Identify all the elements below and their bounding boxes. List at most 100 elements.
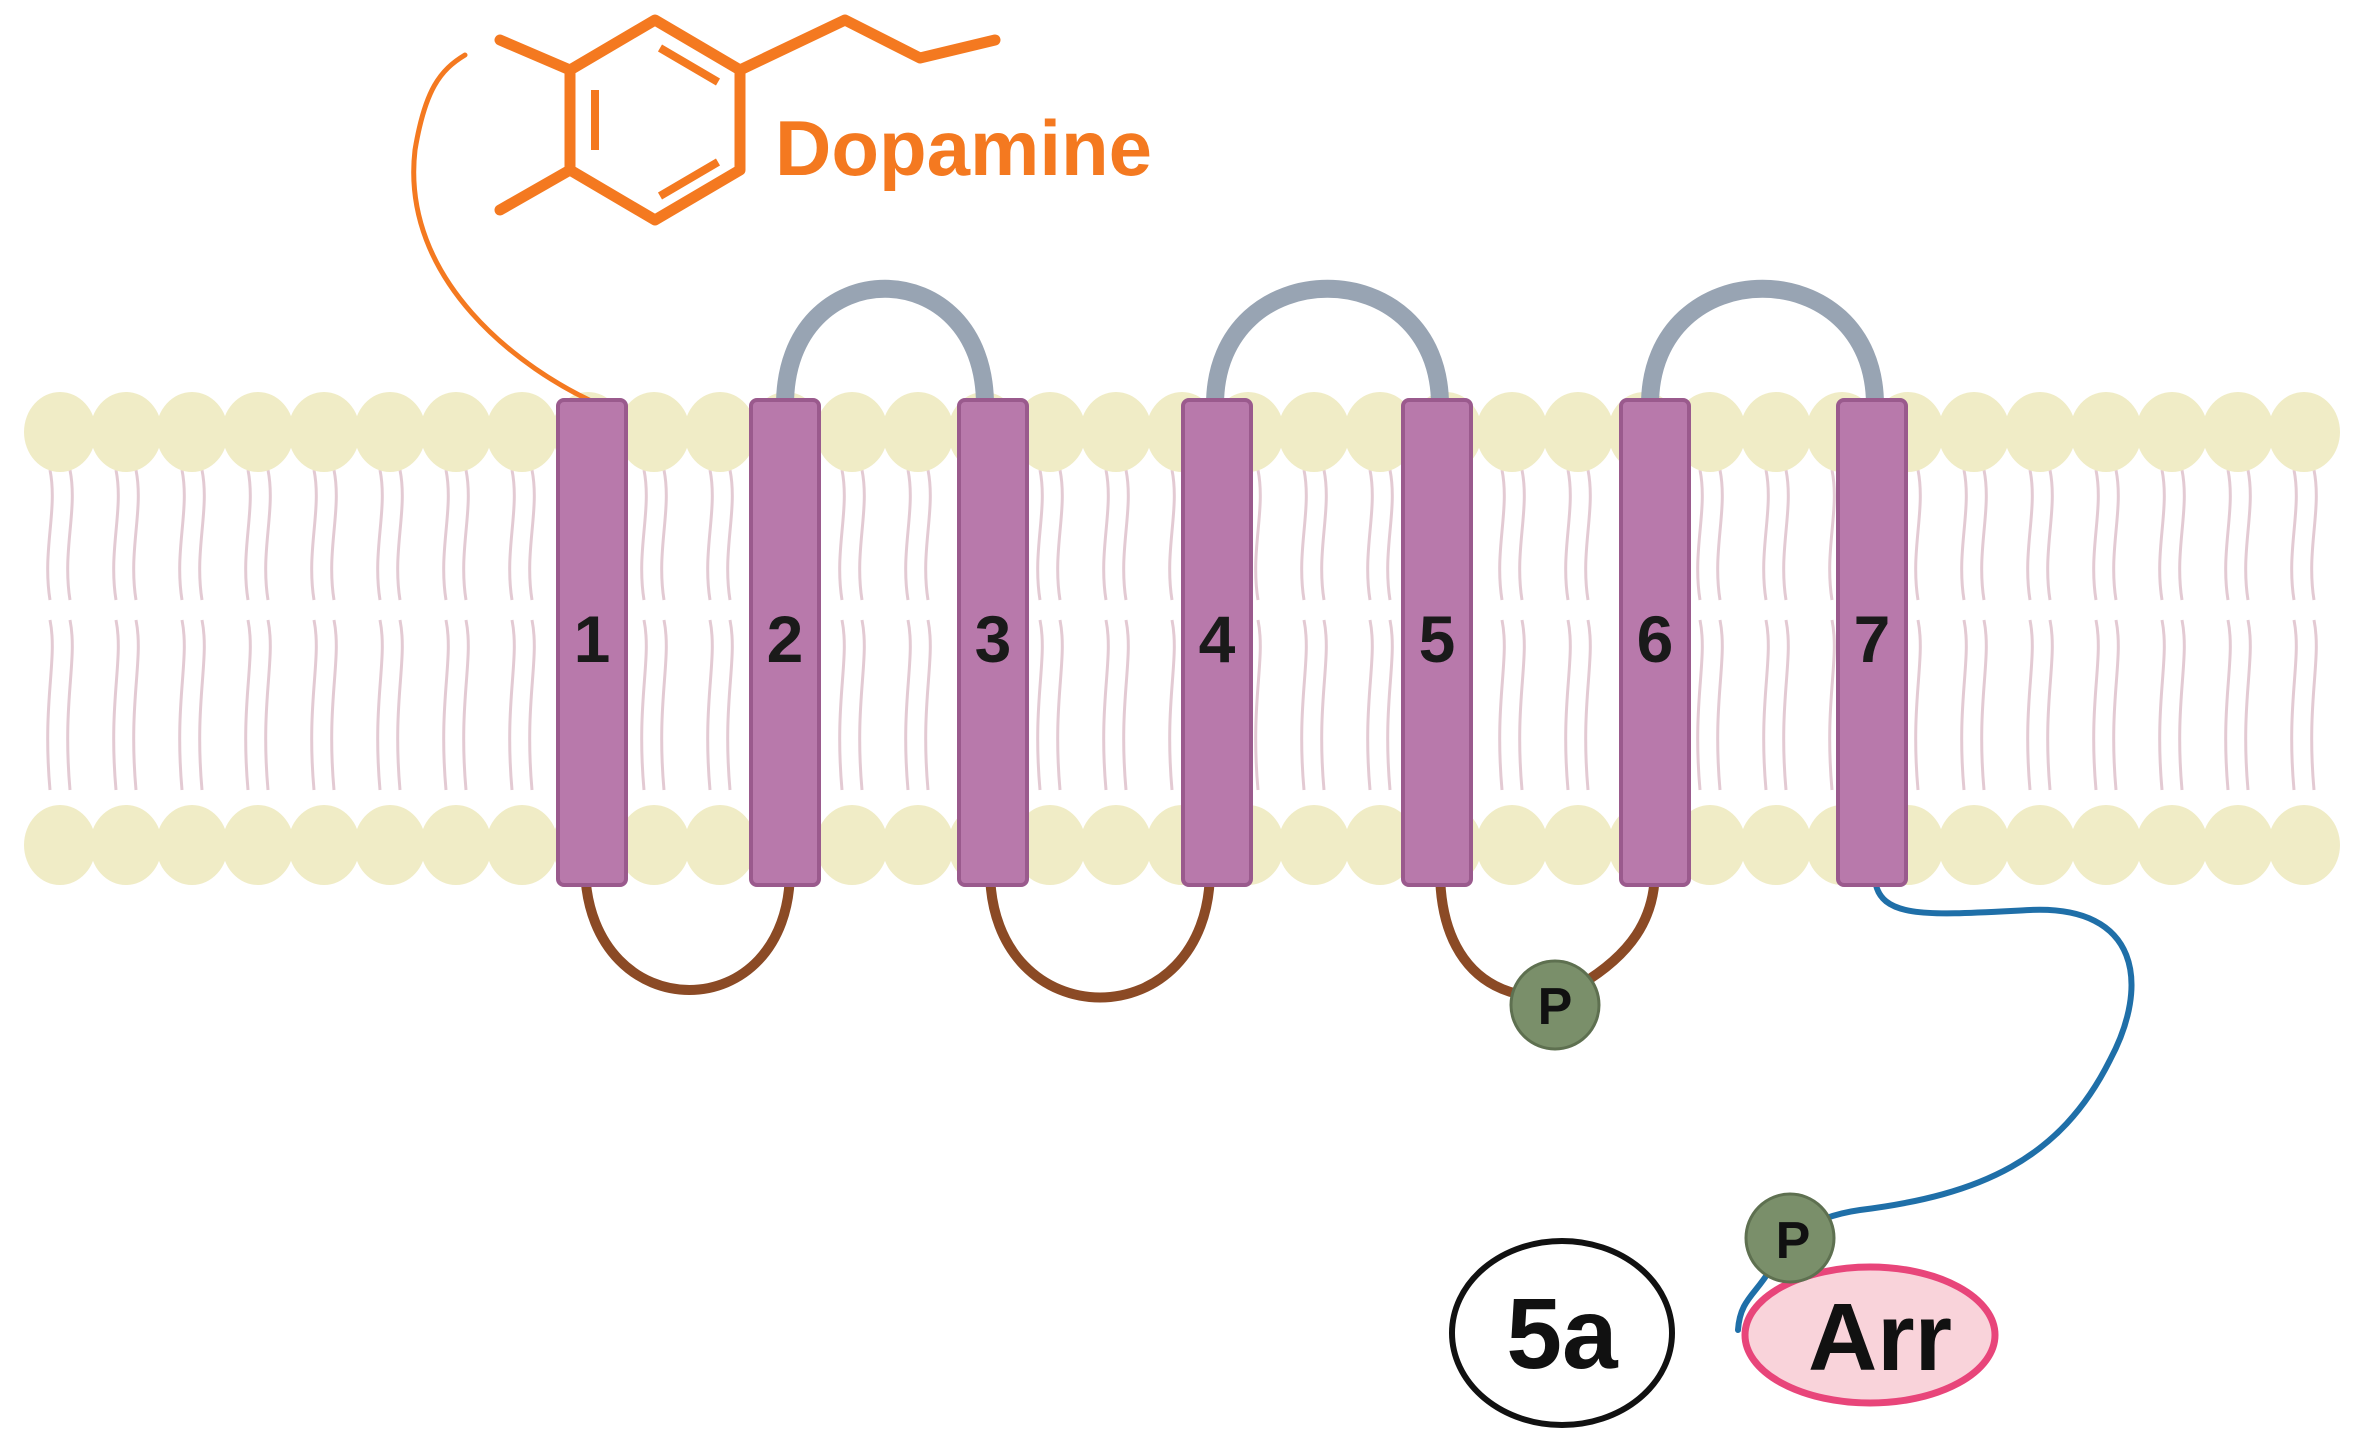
lipid-tail bbox=[1584, 619, 1592, 791]
helix-body bbox=[1836, 398, 1908, 887]
lipid-tail bbox=[1960, 469, 1968, 601]
lipid-head bbox=[618, 805, 690, 885]
lipid-tail bbox=[706, 469, 714, 601]
lipid-tail bbox=[1386, 469, 1394, 601]
lipid-tail bbox=[1254, 469, 1262, 601]
lipid-tail bbox=[640, 619, 648, 791]
lipid-tail bbox=[462, 619, 470, 791]
lipid-tail bbox=[376, 469, 384, 601]
lipid-tail bbox=[2310, 619, 2318, 791]
lipid-tail bbox=[1498, 469, 1506, 601]
lipid-tail bbox=[1056, 619, 1064, 791]
lipid-tail bbox=[1518, 469, 1526, 601]
lipid-head bbox=[816, 392, 888, 472]
lipid-tail bbox=[838, 469, 846, 601]
lipid-tail bbox=[132, 469, 140, 601]
lipid-head bbox=[618, 392, 690, 472]
lipid-head bbox=[816, 805, 888, 885]
lipid-tail bbox=[2158, 619, 2166, 791]
lipid-tail bbox=[508, 469, 516, 601]
lipid-tail bbox=[1696, 619, 1704, 791]
lipid-head bbox=[882, 392, 954, 472]
lipid-tail bbox=[2112, 469, 2120, 601]
helix-2: 2 bbox=[749, 398, 821, 887]
lipid-head bbox=[222, 805, 294, 885]
lipid-tail bbox=[178, 619, 186, 791]
lipid-tail bbox=[1122, 619, 1130, 791]
lipid-tail bbox=[1782, 619, 1790, 791]
lipid-head bbox=[2070, 392, 2142, 472]
phosphate-label: P bbox=[1776, 1212, 1811, 1270]
helix-7: 7 bbox=[1836, 398, 1908, 887]
lipid-tail bbox=[706, 619, 714, 791]
lipid-tail bbox=[330, 619, 338, 791]
lipid-head bbox=[2202, 392, 2274, 472]
helix-body bbox=[1401, 398, 1473, 887]
lipid-tail bbox=[396, 619, 404, 791]
lipid-head bbox=[1674, 805, 1746, 885]
panel-label: 5a bbox=[1449, 1238, 1675, 1428]
lipid-head bbox=[2268, 392, 2340, 472]
lipid-tail bbox=[1980, 619, 1988, 791]
lipid-head bbox=[420, 805, 492, 885]
lipid-tail bbox=[528, 619, 536, 791]
phosphate-c-tail: P bbox=[1744, 1192, 1836, 1284]
lipid-tail bbox=[2112, 619, 2120, 791]
lipid-tail bbox=[1980, 469, 1988, 601]
helix-4: 4 bbox=[1181, 398, 1253, 887]
lipid-tail bbox=[904, 469, 912, 601]
lipid-head bbox=[354, 805, 426, 885]
lipid-tail bbox=[112, 619, 120, 791]
lipid-tail bbox=[904, 619, 912, 791]
lipid-tail bbox=[726, 619, 734, 791]
lipid-tail bbox=[660, 469, 668, 601]
lipid-tail bbox=[1320, 469, 1328, 601]
lipid-tail bbox=[726, 469, 734, 601]
lipid-head bbox=[354, 392, 426, 472]
lipid-tail bbox=[1300, 469, 1308, 601]
lipid-tail bbox=[396, 469, 404, 601]
extracellular-loop-2-3 bbox=[776, 279, 994, 414]
lipid-head bbox=[1476, 805, 1548, 885]
lipid-head bbox=[1542, 392, 1614, 472]
lipid-tail bbox=[198, 469, 206, 601]
lipid-head bbox=[1080, 392, 1152, 472]
lipid-tail bbox=[310, 469, 318, 601]
lipid-tail bbox=[178, 469, 186, 601]
lipid-tail bbox=[1914, 619, 1922, 791]
helix-label: 1 bbox=[574, 602, 611, 676]
lipid-tail bbox=[1300, 619, 1308, 791]
lipid-tail bbox=[376, 619, 384, 791]
lipid-tail bbox=[1716, 469, 1724, 601]
lipid-tail bbox=[442, 619, 450, 791]
lipid-tail bbox=[2026, 469, 2034, 601]
lipid-head bbox=[90, 805, 162, 885]
helix-label: 7 bbox=[1854, 602, 1891, 676]
lipid-tail bbox=[2158, 469, 2166, 601]
lipid-head bbox=[2004, 805, 2076, 885]
lipid-head bbox=[1476, 392, 1548, 472]
lipid-tail bbox=[2092, 619, 2100, 791]
lipid-tail bbox=[508, 619, 516, 791]
lipid-head bbox=[156, 392, 228, 472]
lipid-tail bbox=[1254, 619, 1262, 791]
lipid-tail bbox=[2092, 469, 2100, 601]
lipid-head bbox=[2136, 392, 2208, 472]
lipid-tail bbox=[1914, 469, 1922, 601]
lipid-tail bbox=[1036, 469, 1044, 601]
helix-label: 6 bbox=[1637, 602, 1674, 676]
lipid-tail bbox=[462, 469, 470, 601]
lipid-tail bbox=[1696, 469, 1704, 601]
lipid-tail bbox=[244, 619, 252, 791]
helix-label: 3 bbox=[975, 602, 1012, 676]
dopamine-label: Dopamine bbox=[775, 104, 1152, 192]
lipid-head bbox=[288, 392, 360, 472]
lipid-tail bbox=[112, 469, 120, 601]
lipid-head bbox=[1278, 805, 1350, 885]
extracellular-loops bbox=[776, 279, 1884, 414]
helix-body bbox=[957, 398, 1029, 887]
lipid-tail bbox=[660, 619, 668, 791]
lipid-head bbox=[1740, 805, 1812, 885]
panel-label-text: 5a bbox=[1506, 1278, 1619, 1390]
lipid-head bbox=[1938, 805, 2010, 885]
